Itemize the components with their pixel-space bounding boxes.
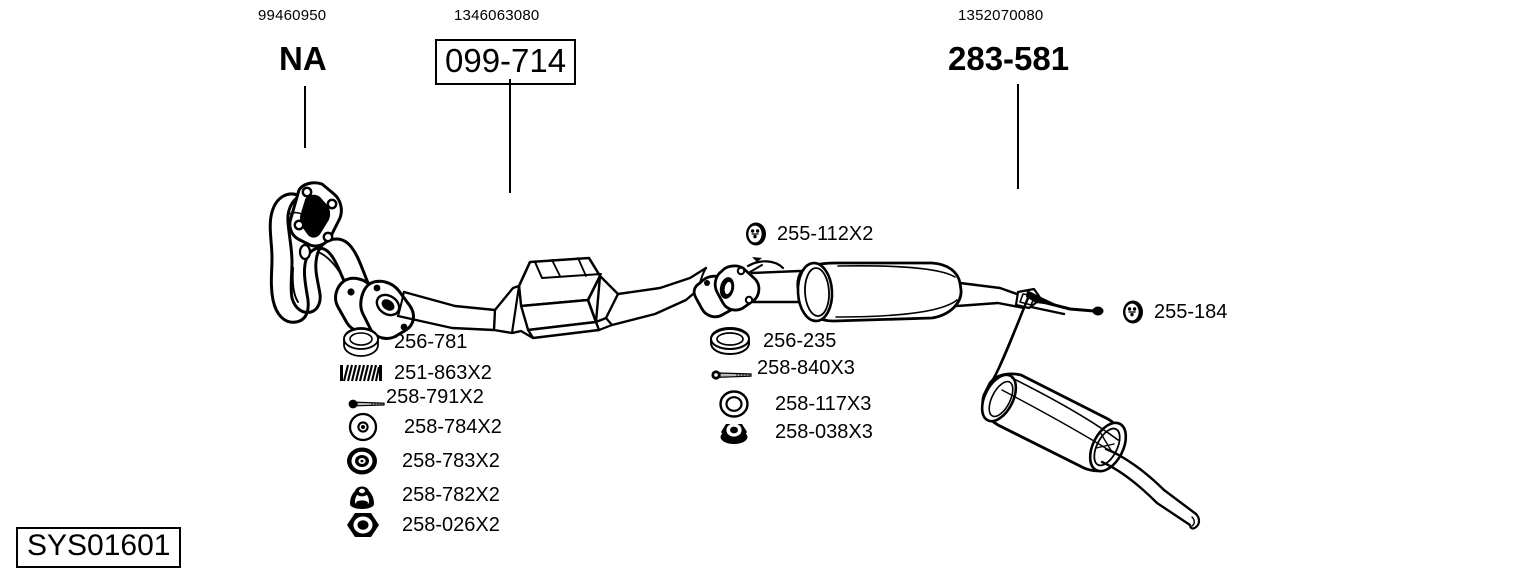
part-group-header-2: 1346063080 <box>454 8 539 23</box>
callout-255-184: 255-184 <box>1122 300 1227 324</box>
bolt-icon <box>348 398 388 410</box>
part-label: 258-784X2 <box>404 416 502 438</box>
catalytic-converter-shape <box>492 256 739 340</box>
callout-label: 255-112X2 <box>777 223 874 245</box>
part-list-item-258-026X2: 258-026X2 <box>338 510 548 540</box>
callout-label: 255-184 <box>1154 301 1228 323</box>
part-group-header-1: 99460950 <box>258 8 326 23</box>
rear-muffler-shape <box>980 372 1128 473</box>
gasket-ring-icon <box>338 327 386 357</box>
thick-washer-icon <box>338 446 394 476</box>
part-label: 258-782X2 <box>402 484 500 506</box>
part-code-2: 1346063080 <box>454 7 540 24</box>
part-code-1: 99460950 <box>258 7 327 24</box>
part-label: 256-781 <box>394 331 468 353</box>
part-label: 258-117X3 <box>775 393 872 415</box>
part-list-item-256-781: 256-781 <box>338 327 548 357</box>
part-list-item-258-782X2: 258-782X2 <box>338 480 548 510</box>
part-label: 258-783X2 <box>402 450 500 472</box>
part-label: 258-791X2 <box>386 386 484 408</box>
part-label: 258-026X2 <box>402 514 500 536</box>
spring-icon <box>338 364 386 382</box>
front-pipe-shape <box>359 279 497 340</box>
leader-line-1 <box>304 86 306 148</box>
washer-icon <box>338 412 396 442</box>
center-muffler-shape <box>713 257 1030 323</box>
part-ref-1-wrap: NA <box>279 42 327 75</box>
system-code-label: SYS01601 <box>16 527 182 568</box>
leader-line-2 <box>509 79 511 193</box>
callout-255-112X2: 255-112X2 <box>745 222 873 246</box>
part-label: 256-235 <box>763 330 837 352</box>
dome-nut-icon <box>338 480 394 510</box>
part-list-item-258-784X2: 258-784X2 <box>338 412 548 442</box>
part-ref-2: 099-714 <box>435 39 577 85</box>
part-label: 258-038X3 <box>775 421 873 443</box>
part-list-item-251-863X2: 251-863X2 <box>338 363 548 383</box>
part-list-item-256-235: 256-235 <box>707 326 917 356</box>
part-list-item-258-840X3: 258-840X3 <box>757 358 855 378</box>
bolt-icon <box>711 369 755 381</box>
rubber-mount-icon <box>1122 300 1144 324</box>
part-list-item-258-783X2: 258-783X2 <box>338 446 548 476</box>
exhaust-hanger-shape <box>1014 287 1104 316</box>
hex-nut-icon <box>338 510 394 540</box>
system-code-box: SYS01601 <box>16 527 182 568</box>
part-ref-3-wrap: 283-581 <box>948 42 1069 75</box>
rubber-mount-icon <box>745 222 767 246</box>
part-list-item-258-117X3: 258-117X3 <box>707 390 917 418</box>
flange-nut-icon <box>707 418 767 446</box>
part-list-item-258-038X3: 258-038X3 <box>707 418 917 446</box>
part-ref-3: 283-581 <box>948 40 1070 77</box>
part-code-3: 1352070080 <box>958 7 1044 24</box>
part-ref-2-wrap: 099-714 <box>435 39 577 85</box>
washer-ring-icon <box>707 390 767 418</box>
part-list-item-258-791X2: 258-791X2 <box>386 387 484 407</box>
tailpipe-shape <box>1100 447 1201 530</box>
part-group-header-3: 1352070080 <box>958 8 1043 23</box>
gasket-ring-icon <box>707 326 755 356</box>
link-pipe-shape <box>982 296 1030 398</box>
part-label: 258-840X3 <box>757 357 855 379</box>
leader-line-3 <box>1017 84 1019 189</box>
part-label: 251-863X2 <box>394 362 492 384</box>
part-ref-1: NA <box>279 40 327 77</box>
